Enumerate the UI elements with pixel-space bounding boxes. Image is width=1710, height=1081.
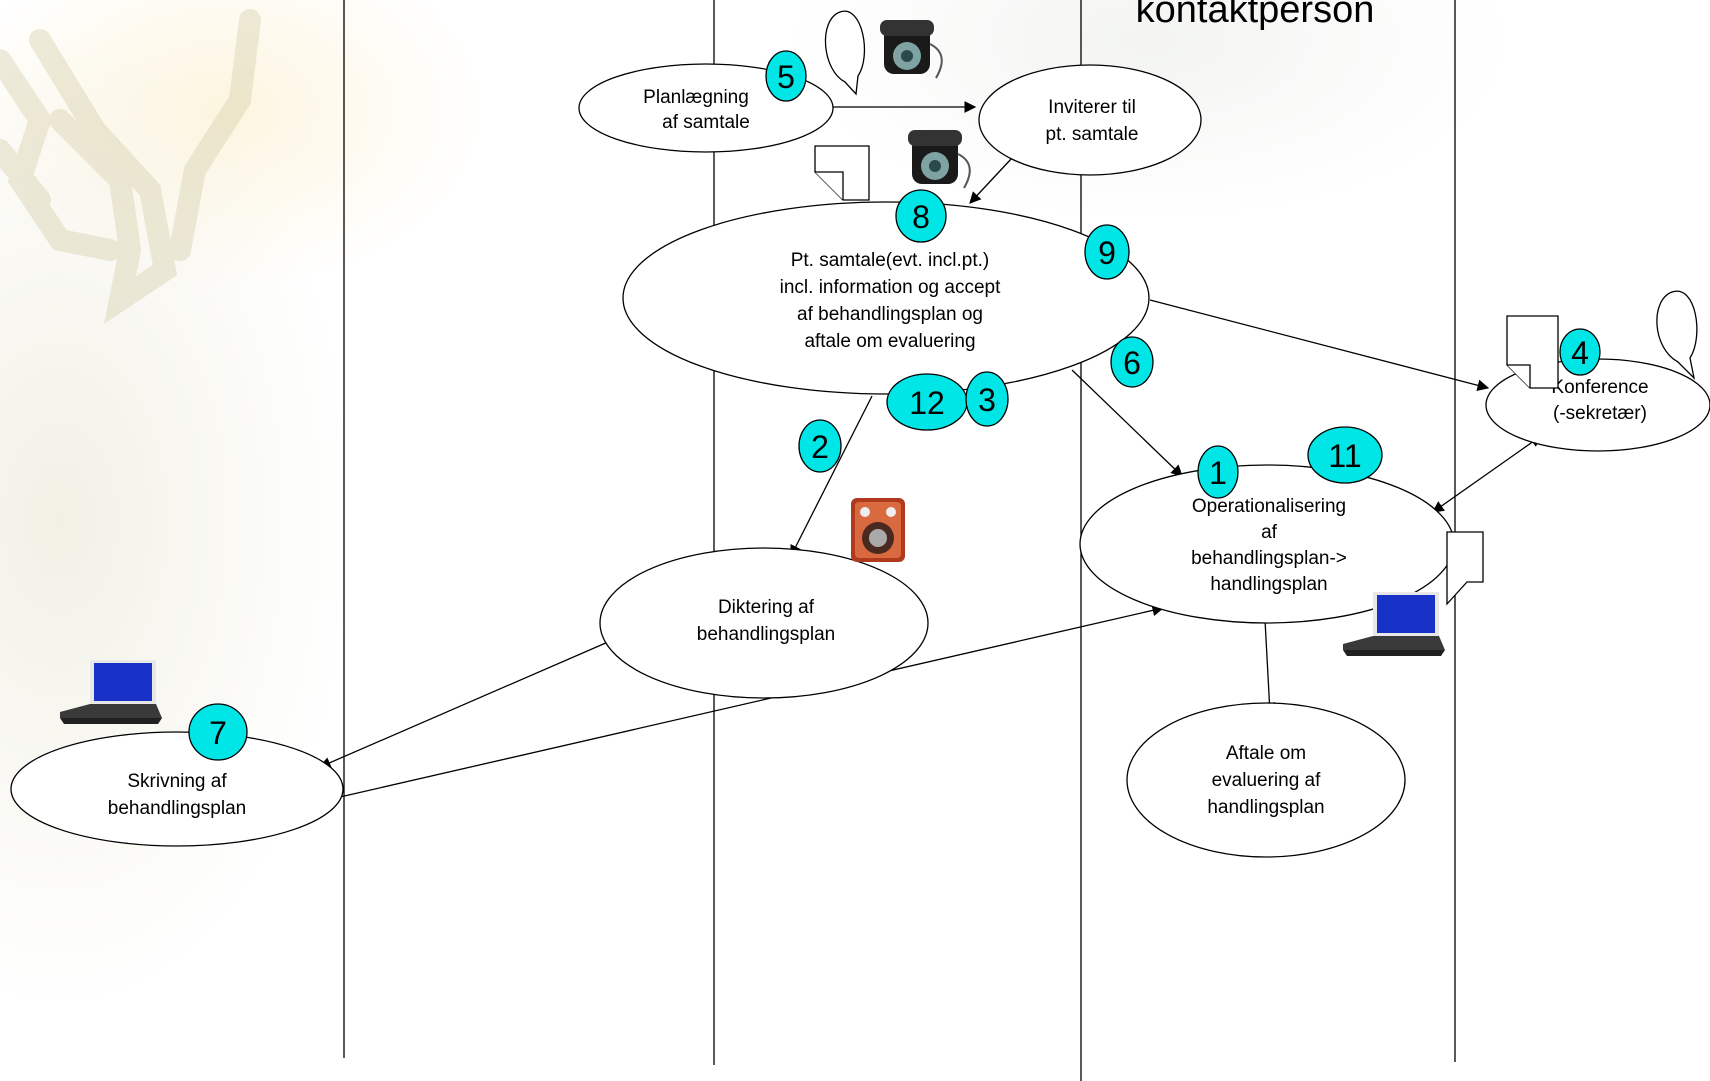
badge-7-label: 7	[209, 715, 227, 751]
speech-bubble-icon	[824, 10, 865, 96]
badge-3	[965, 371, 1009, 427]
badge-5-label: 5	[777, 59, 795, 95]
badge-7	[188, 703, 248, 761]
badge-9-label: 9	[1098, 235, 1116, 271]
node-diktering-ellipse	[599, 547, 929, 699]
node-samtale-label: Pt. samtale(evt. incl.pt.)incl. informat…	[780, 250, 1001, 352]
arrow-operationalisering-to-aftale	[1263, 619, 1276, 715]
connectors	[318, 101, 1542, 798]
node-skrivning-ellipse	[10, 731, 344, 847]
node-inviterer-ellipse	[978, 64, 1202, 176]
badge-4-label: 4	[1571, 335, 1589, 371]
node-samtale-ellipse	[622, 201, 1150, 395]
document-icon	[1506, 315, 1559, 389]
badge-1-label: 1	[1209, 455, 1227, 491]
telephone-icon	[908, 130, 971, 189]
badge-3-label: 3	[978, 382, 996, 418]
speech-bubble-icon	[1656, 290, 1698, 380]
telephone-icon	[880, 20, 943, 79]
arrow-skrivning-to-operationalisering	[339, 604, 1165, 798]
deer-watermark-icon	[0, 9, 261, 324]
badge-1	[1197, 445, 1239, 499]
badge-4	[1559, 328, 1601, 376]
laptop-icon	[60, 660, 162, 724]
badge-8	[895, 189, 947, 243]
laptop-icon	[1343, 592, 1445, 656]
arrow-diktering-to-skrivning	[318, 641, 609, 769]
arrow-samtale-to-diktering	[790, 395, 873, 558]
badge-8-label: 8	[912, 199, 930, 235]
document-icon	[1446, 531, 1484, 606]
badge-2-label: 2	[811, 429, 829, 465]
badge-11	[1307, 426, 1383, 484]
arrow-samtale-to-operationalisering	[1071, 369, 1183, 477]
node-aftale-ellipse	[1126, 702, 1406, 858]
dictaphone-icon	[851, 498, 905, 562]
badge-6	[1110, 336, 1154, 388]
badge-12-label: 12	[909, 385, 945, 421]
badge-2	[798, 419, 842, 473]
arrow-konference-operationalisering	[1432, 435, 1542, 513]
arrow-invite-to-samtale	[969, 157, 1013, 204]
badge-9	[1084, 224, 1130, 280]
arrow-samtale-to-konference	[1149, 299, 1490, 392]
document-icon	[814, 145, 870, 201]
badge-5	[765, 50, 807, 102]
badge-11-label: 11	[1328, 438, 1361, 474]
badge-6-label: 6	[1123, 345, 1141, 381]
lane-title: kontaktperson	[1136, 0, 1375, 31]
node-konference-label: Konference(-sekretær)	[1551, 377, 1648, 424]
